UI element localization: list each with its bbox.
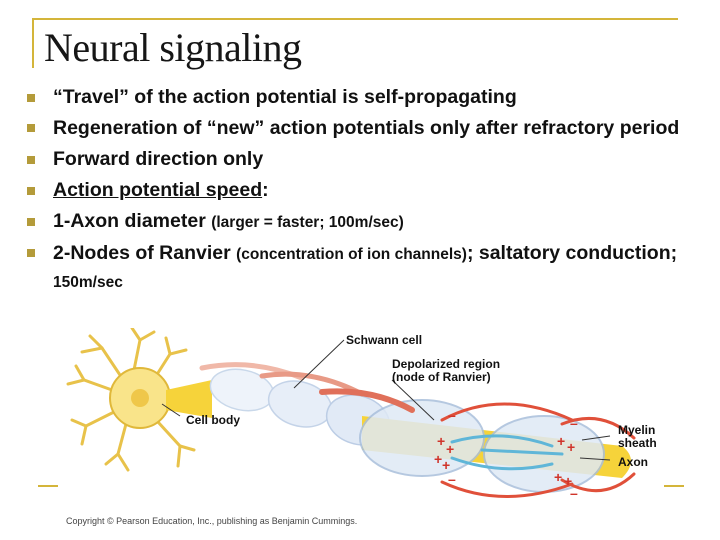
square-bullet-icon [27,249,35,257]
bullet-text: 1-Axon diameter [53,210,212,232]
bullet-text: 2-Nodes of Ranvier [53,242,237,264]
plus-charge: + [564,473,572,489]
nucleus-shape [131,389,149,407]
plus-charge: + [442,457,450,473]
bullet-text-small: 150m/sec [53,274,123,291]
plus-charge: + [446,441,454,457]
sheath-label: sheath [618,436,657,450]
square-bullet-icon [27,124,35,132]
bullet-text: “Travel” of the action potential is self… [53,86,517,108]
square-bullet-icon [27,94,35,102]
plus-charge: + [437,433,445,449]
bullet-text: Forward direction only [53,148,264,170]
bullet-text-small: (larger = faster; 100m/sec) [211,214,404,231]
node-of-ranvier-label: (node of Ranvier) [392,370,491,384]
bullet-text-underlined: Action potential speed [53,179,263,201]
plus-charge: + [434,451,442,467]
cell-body-label: Cell body [186,413,240,427]
image-credit: Copyright © Pearson Education, Inc., pub… [66,516,358,526]
frame-bottom-left-rule [38,485,58,487]
blue-arrows [450,434,564,471]
minus-charge: – [448,471,456,487]
charges: + + + + + + + + – – – – [434,407,578,501]
frame-left-rule [32,18,34,68]
bullet-list: “Travel” of the action potential is self… [24,82,704,298]
bullet-item: 1-Axon diameter (larger = faster; 100m/s… [24,206,704,238]
leader-lines [161,339,611,461]
axon-hillock-shape [166,380,212,418]
bullet-text-small: (concentration of ion channels) [236,246,467,263]
bullet-text-cont: ; saltatory conduction; [466,242,678,264]
myelin-label: Myelin [618,423,655,437]
faded-arrows [199,362,415,413]
square-bullet-icon [27,218,35,226]
minus-charge: – [448,407,456,423]
slide-title: Neural signaling [44,25,302,70]
bullet-text-suffix: : [262,179,269,201]
frame-bottom-right-rule [664,485,684,487]
bullet-item: 2-Nodes of Ranvier (concentration of ion… [24,238,704,298]
bullet-item: “Travel” of the action potential is self… [24,82,704,113]
plus-charge: + [554,469,562,485]
bullet-item: Regeneration of “new” action potentials … [24,113,704,144]
neuron-illustration: + + + + + + + + – – – – Schwann cell Dep… [66,328,657,501]
minus-charge: – [570,415,578,431]
square-bullet-icon [27,156,35,164]
plus-charge: + [567,439,575,455]
dendrites [66,328,196,472]
schwann-cell-label: Schwann cell [346,333,422,347]
bullet-item: Forward direction only [24,144,704,175]
axon-label: Axon [618,455,648,469]
red-arrows [440,402,636,498]
frame-top-rule [32,18,678,20]
plus-charge: + [557,433,565,449]
depolarized-region-label: Depolarized region [392,357,500,371]
square-bullet-icon [27,187,35,195]
bullet-item: Action potential speed: [24,175,704,206]
bullet-text: Regeneration of “new” action potentials … [53,117,680,139]
neuron-figure: + + + + + + + + – – – – Schwann cell Dep… [62,328,702,533]
minus-charge: – [570,485,578,501]
